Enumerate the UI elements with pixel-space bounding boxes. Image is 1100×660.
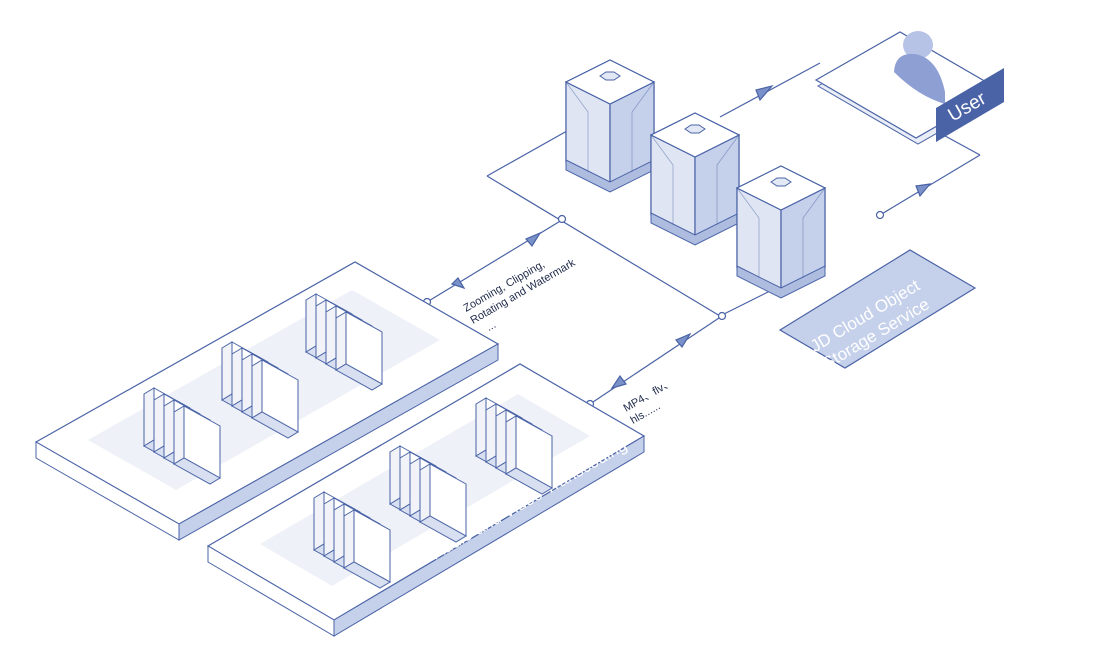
flow-arrows — [450, 84, 932, 390]
connector-lines — [426, 62, 981, 405]
arrow-to-storage-2 — [675, 332, 692, 349]
storage-label-plate — [778, 249, 977, 369]
node-storage-top — [557, 214, 567, 224]
image-processing-features: Zooming, Clipping, Rotating and Watermar… — [462, 257, 578, 334]
image-features-line3: ... — [484, 319, 498, 334]
node-storage-right — [875, 210, 885, 220]
arrow-to-transcode — [610, 374, 628, 390]
storage-service: JD Cloud Object Storage Service — [565, 59, 977, 373]
user-avatar-icon — [894, 31, 945, 104]
arrow-to-user — [755, 84, 774, 102]
storage-cylinder-2 — [650, 112, 740, 246]
image-processing-panel: Image Processing — [34, 261, 500, 541]
storage-cylinder-3 — [736, 165, 826, 299]
transcoding-formats: MP4、flv、 hls...... — [622, 376, 676, 426]
node-storage-bottom — [717, 311, 727, 321]
storage-cylinder-1 — [565, 59, 655, 193]
user-label-plate — [936, 68, 1004, 142]
arrow-to-image — [450, 277, 466, 290]
arrow-from-storage-right — [915, 183, 932, 198]
user-card[interactable]: User — [814, 31, 1004, 145]
arrow-to-storage-1 — [525, 231, 542, 248]
